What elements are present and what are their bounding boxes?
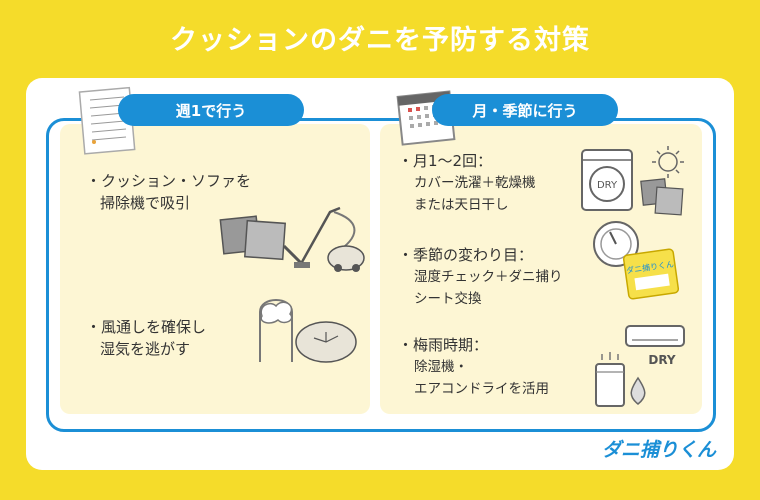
vacuum-tip-line2: 掃除機で吸引 (100, 194, 191, 212)
weekly-heading: 週1で行う (118, 94, 304, 126)
brand-logo: ダニ捕りくん (601, 439, 716, 461)
panel-divider (375, 124, 377, 414)
monthly-tip: ・月1〜2回： カバー洗濯＋乾燥機 または天日干し (398, 150, 536, 216)
ac-label: DRY (648, 353, 676, 367)
ventilated-cushion-icon (259, 299, 357, 363)
seasonal-tip: ・季節の変わり目： 湿度チェック＋ダニ捕り シート交換 (398, 244, 563, 310)
monthly-tip-head: ・月1〜2回： (398, 152, 493, 170)
vacuum-tip-line1: ・クッション・ソファを (86, 172, 252, 190)
air-conditioner-icon: DRY (625, 325, 685, 367)
rainy-season-tip-head: ・梅雨時期： (398, 336, 489, 354)
seasonal-tip-line1: 湿度チェック＋ダニ捕り (414, 269, 563, 285)
rainy-season-tip-line2: エアコンドライを活用 (414, 381, 549, 397)
dryer-label: DRY (597, 180, 618, 191)
ventilation-tip-line2: 湿気を逃がす (100, 340, 191, 358)
ventilation-tip: ・風通しを確保し 湿気を逃がす (86, 316, 206, 360)
seasonal-tip-line2: シート交換 (414, 291, 482, 307)
ventilation-tip-line1: ・風通しを確保し (86, 318, 207, 336)
vacuum-tip: ・クッション・ソファを 掃除機で吸引 (86, 170, 251, 214)
rainy-season-tip-line1: 除湿機・ (414, 359, 468, 375)
page-title: クッションのダニを予防する対策 (170, 25, 590, 56)
mite-trap-sheet-icon: ダニ捕りくん (622, 248, 680, 300)
monthly-tip-line2: または天日干し (414, 197, 509, 213)
monthly-heading: 月・季節に行う (432, 94, 618, 126)
dehumidifier-icon (595, 352, 646, 407)
dryer-icon: DRY (581, 146, 684, 216)
seasonal-tip-head: ・季節の変わり目： (398, 246, 534, 264)
rainy-season-tip: ・梅雨時期： 除湿機・ エアコンドライを活用 (398, 334, 549, 400)
weekly-panel (60, 124, 370, 414)
content-frame (46, 118, 716, 432)
vacuum-cleaner-icon (219, 206, 365, 272)
monthly-tip-line1: カバー洗濯＋乾燥機 (414, 175, 536, 191)
